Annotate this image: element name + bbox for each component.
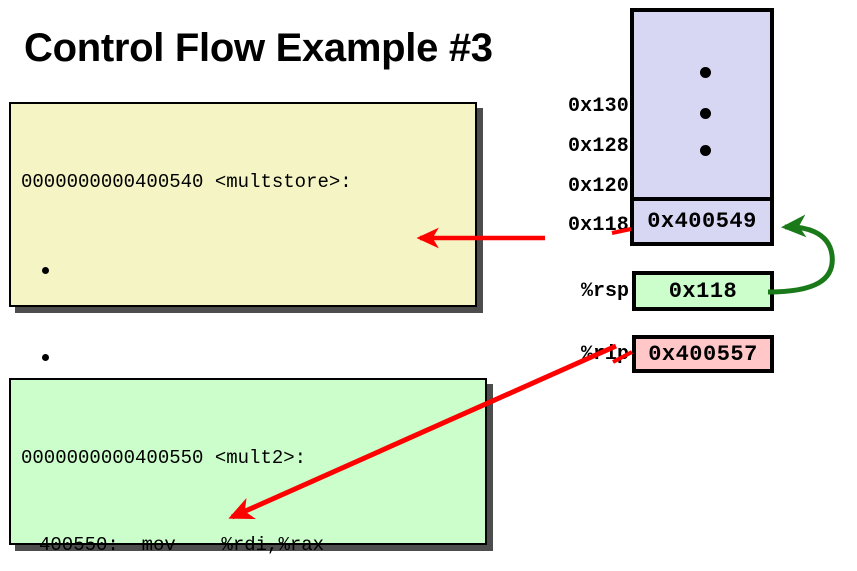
- register-label-rip: %rip: [580, 343, 629, 366]
- rsp-to-stack-arrow-icon: [767, 214, 835, 295]
- code-line: 0000000000400540 <multstore>:: [21, 171, 352, 193]
- register-value-rip: 0x400557: [632, 335, 774, 373]
- code-block-multstore: 0000000000400540 <multstore>: 400544: ca…: [9, 102, 477, 541]
- code-ellipsis-dot: [11, 255, 475, 284]
- page-title: Control Flow Example #3: [24, 26, 493, 70]
- code-line: 400550: mov %rdi,%rax: [39, 534, 325, 556]
- stack-ellipsis-dot: [700, 145, 711, 156]
- stack-cell-empty: [634, 12, 770, 201]
- code-block-mult2: 0000000000400550 <mult2>: 400550: mov %r…: [9, 378, 487, 556]
- stack-address-label-0x118: 0x118: [567, 214, 629, 237]
- stack-address-label-0x128: 0x128: [567, 135, 629, 158]
- register-label-rsp: %rsp: [580, 280, 629, 303]
- stack-address-label-0x120: 0x120: [567, 175, 629, 198]
- code-ellipsis-dot: [11, 342, 475, 371]
- stack-address-label-0x130: 0x130: [567, 95, 629, 118]
- stack-ellipsis-dot: [700, 108, 711, 119]
- stack-cell-return-address: 0x400549: [647, 209, 757, 234]
- code-line: 0000000000400550 <mult2>:: [21, 447, 307, 469]
- stack-ellipsis-dot: [700, 67, 711, 78]
- register-value-rsp: 0x118: [632, 271, 774, 311]
- stack-diagram: 0x400549: [630, 8, 774, 246]
